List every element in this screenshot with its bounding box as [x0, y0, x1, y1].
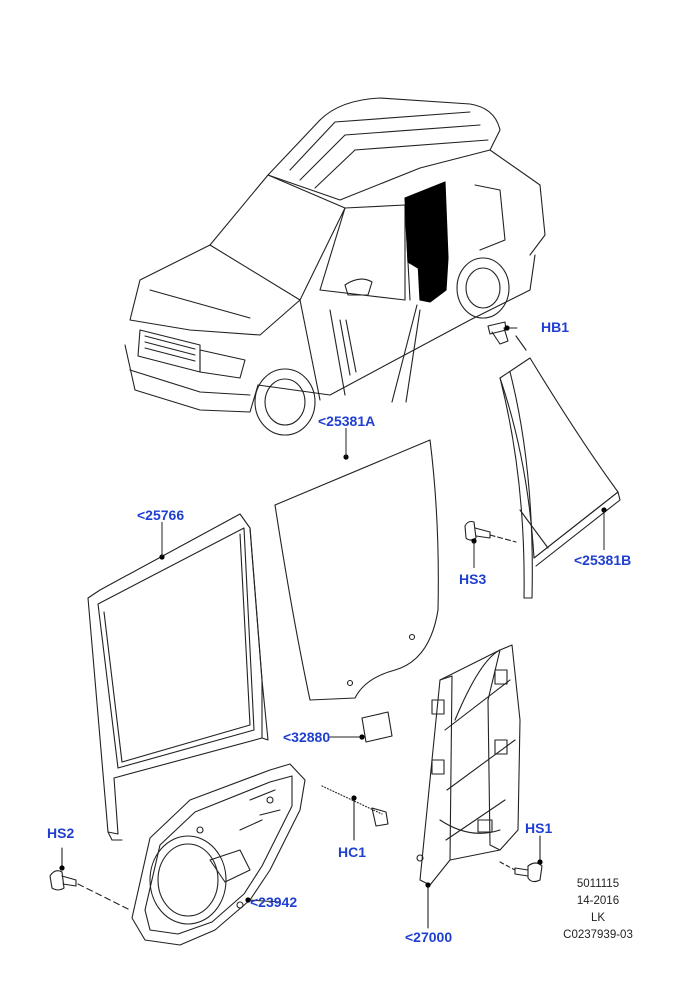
- hs2-fastener: [49, 870, 77, 891]
- hs3-fastener: [464, 520, 491, 541]
- door-module-carrier: [131, 763, 306, 946]
- callout-25766[interactable]: <25766: [137, 507, 185, 523]
- reference-line-2: 14-2016: [576, 895, 620, 907]
- leader-dots: [59, 325, 607, 903]
- glass-run-channel: [87, 513, 269, 841]
- callout-27000[interactable]: <27000: [405, 929, 453, 945]
- reference-block: 5011115 14-2016 LK C0237939-03: [553, 876, 643, 944]
- callout-25381a[interactable]: <25381A: [318, 413, 376, 429]
- callout-32880[interactable]: <32880: [283, 729, 331, 745]
- callout-25381b[interactable]: <25381B: [574, 552, 632, 568]
- hc1-clip: [371, 807, 389, 827]
- vehicle-outline: [124, 97, 546, 436]
- callout-hs2[interactable]: HS2: [47, 825, 75, 841]
- callout-hc1[interactable]: HC1: [338, 844, 367, 860]
- hs1-fastener: [514, 862, 543, 883]
- reference-line-3: LK: [590, 912, 606, 924]
- callout-23942[interactable]: <23942: [250, 894, 298, 910]
- callout-hs3[interactable]: HS3: [459, 571, 487, 587]
- quarter-glass: [499, 357, 621, 599]
- reference-line-4: C0237939-03: [563, 929, 633, 941]
- hc1-cable: [321, 785, 383, 815]
- callout-hs1[interactable]: HS1: [525, 820, 553, 836]
- door-glass: [274, 439, 439, 701]
- window-regulator: [416, 644, 521, 886]
- callout-hb1[interactable]: HB1: [541, 319, 570, 335]
- reference-line-1: 5011115: [576, 878, 620, 890]
- pad-part: [361, 711, 393, 743]
- highlighted-rear-glass: [404, 181, 449, 269]
- highlighted-regulator: [417, 257, 449, 303]
- hb1-fastener: [487, 321, 509, 345]
